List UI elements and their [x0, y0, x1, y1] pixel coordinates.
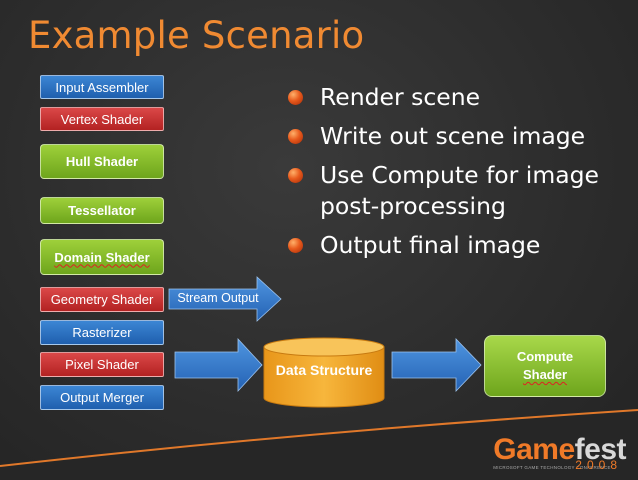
- stage-output-merger: Output Merger: [40, 385, 164, 410]
- stage-vertex-shader: Vertex Shader: [40, 107, 164, 131]
- bullet-item: Output final image: [288, 230, 628, 261]
- data-structure-cylinder: [263, 337, 385, 408]
- stage-tessellator: Tessellator: [40, 197, 164, 224]
- logo-year: 2008: [575, 458, 622, 472]
- bullet-list: Render scene Write out scene image Use C…: [288, 82, 628, 269]
- stage-pixel-shader: Pixel Shader: [40, 352, 164, 377]
- slide-title: Example Scenario: [28, 14, 365, 57]
- bottom-swoosh: [0, 410, 638, 480]
- stage-input-assembler: Input Assembler: [40, 75, 164, 99]
- bullet-dot-icon: [288, 238, 303, 253]
- pixel-to-data-arrow: [174, 337, 263, 393]
- stage-geometry-shader: Geometry Shader: [40, 287, 164, 312]
- compute-shader-box: Compute Shader: [484, 335, 606, 397]
- compute-shader-line1: Compute: [516, 349, 574, 364]
- bullet-item: Write out scene image: [288, 121, 628, 152]
- logo-game-text: Game: [493, 433, 575, 466]
- stage-rasterizer: Rasterizer: [40, 320, 164, 345]
- bottom-swoosh-line: [0, 409, 638, 467]
- bullet-item: Render scene: [288, 82, 628, 113]
- bullet-item: Use Compute for image post-processing: [288, 160, 620, 222]
- data-structure-label: Data Structure: [275, 362, 373, 378]
- stream-output-arrow: [168, 276, 282, 322]
- compute-shader-line2: Shader: [522, 367, 568, 382]
- stage-domain-shader-label: Domain Shader: [54, 249, 150, 265]
- logo-subtitle: MICROSOFT GAME TECHNOLOGY CONFERENCE: [493, 465, 611, 470]
- stream-output-label: Stream Output: [177, 291, 259, 305]
- stage-domain-shader: Domain Shader: [40, 239, 164, 275]
- logo-fest-text: fest: [574, 433, 627, 466]
- data-to-compute-arrow: [391, 338, 482, 392]
- bullet-dot-icon: [288, 129, 303, 144]
- bullet-dot-icon: [288, 168, 303, 183]
- stage-hull-shader: Hull Shader: [40, 144, 164, 179]
- gamefest-logo: Gamefest MICROSOFT GAME TECHNOLOGY CONFE…: [493, 433, 627, 473]
- bullet-dot-icon: [288, 90, 303, 105]
